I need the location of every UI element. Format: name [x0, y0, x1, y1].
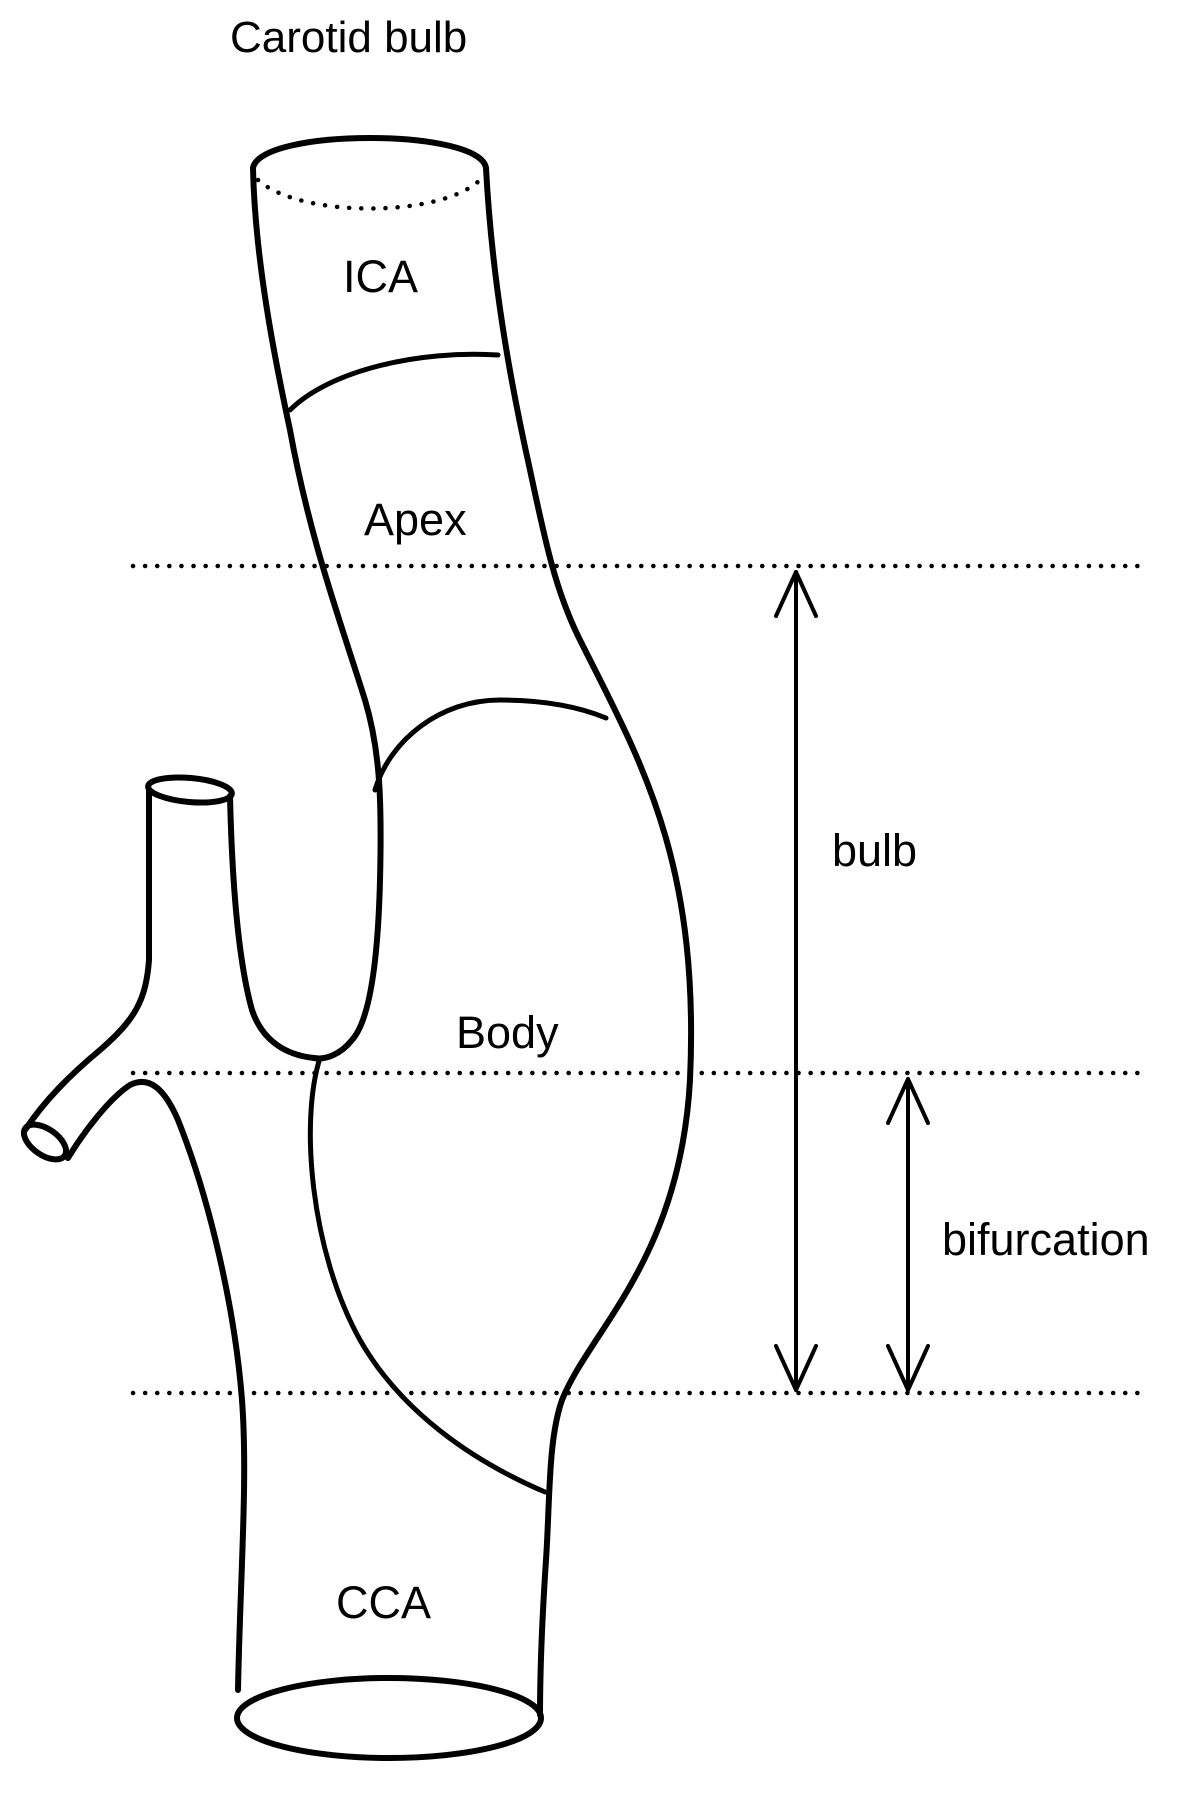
- ica-opening-rim: [250, 135, 489, 171]
- bulb-double-arrow: [774, 570, 818, 1392]
- body-cca-boundary: [307, 1055, 548, 1495]
- diagram-title: Carotid bulb: [230, 13, 467, 62]
- ica-opening-back-rim: [255, 177, 483, 211]
- cca-left-wall: [65, 1078, 248, 1693]
- ica-right-wall: [483, 165, 695, 1718]
- bifurcation-label: bifurcation: [942, 1214, 1150, 1265]
- cca-label: CCA: [336, 1577, 431, 1628]
- eca-inner-wall: [227, 793, 317, 1061]
- cca-bottom-opening: [234, 1675, 544, 1761]
- apex-label: Apex: [364, 494, 467, 545]
- apex-body-boundary: [372, 697, 609, 793]
- ica-left-wall: [250, 165, 384, 1062]
- side-branch-opening: [20, 1121, 70, 1163]
- ica-label: ICA: [343, 251, 418, 302]
- ica-apex-boundary: [287, 351, 501, 413]
- eca-outer-wall: [22, 787, 152, 1133]
- body-label: Body: [456, 1007, 559, 1058]
- bulb-label: bulb: [832, 825, 917, 876]
- eca-top-opening: [145, 774, 235, 806]
- bifurcation-double-arrow: [886, 1077, 930, 1392]
